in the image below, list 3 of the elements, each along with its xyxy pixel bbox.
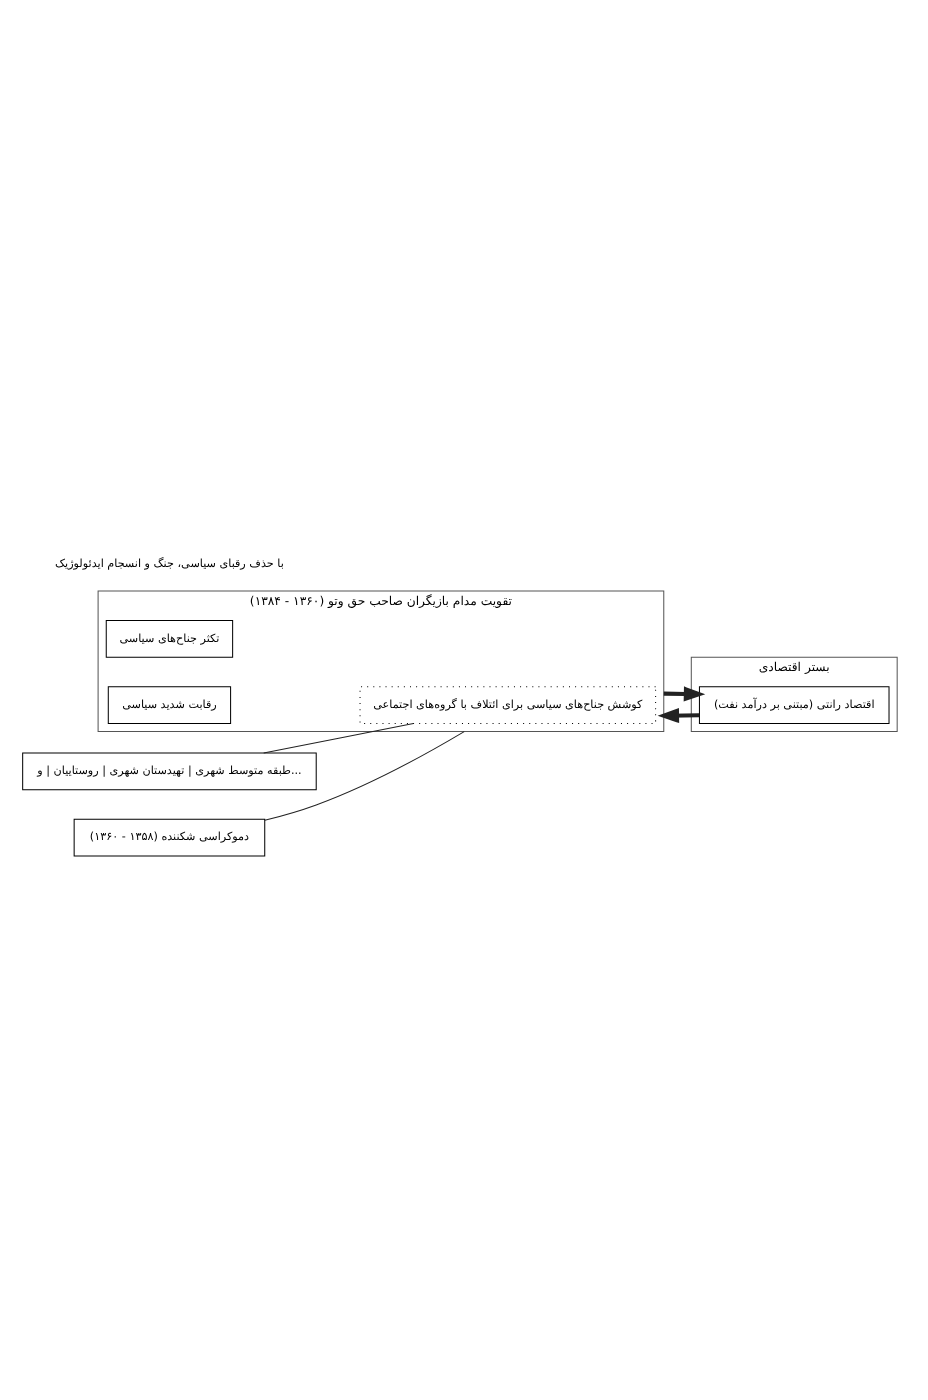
arrow <box>663 685 706 701</box>
arrow <box>657 707 700 723</box>
connector <box>264 730 465 820</box>
